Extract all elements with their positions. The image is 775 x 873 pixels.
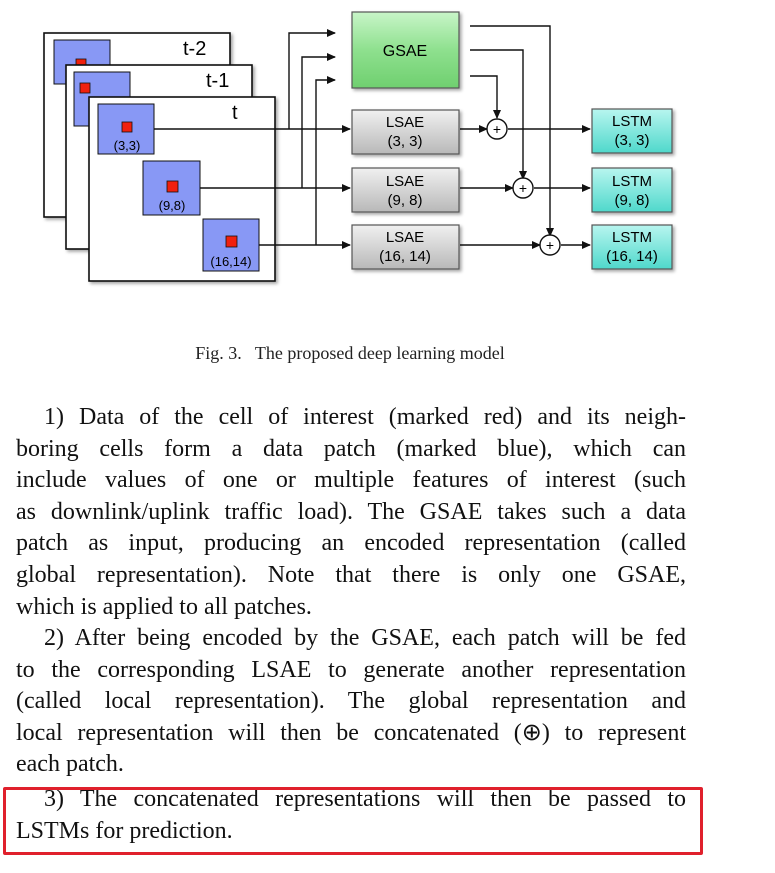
lstm-coords: (3, 3) (614, 132, 649, 149)
frame-label-t: t (232, 102, 238, 124)
lsae-block-3-3: LSAE (3, 3) (351, 109, 460, 155)
concat-node-3-3: + (486, 118, 508, 140)
gsae-label: GSAE (383, 43, 427, 60)
lstm-name: LSTM (612, 229, 652, 246)
lstm-block-9-8: LSTM (9, 8) (591, 167, 673, 213)
text-line: to the corresponding LSAE to generate an… (16, 656, 686, 683)
paragraph-1: 1) Data of the cell of interest (marked … (16, 402, 686, 623)
concat-node-16-14: + (539, 234, 561, 256)
lstm-block-3-3: LSTM (3, 3) (591, 108, 673, 154)
lsae-coords: (9, 8) (387, 192, 422, 209)
highlight-box (3, 787, 703, 855)
text-line: boring cells form a data patch (marked b… (16, 435, 686, 462)
text-line: (called local representation). The globa… (16, 688, 686, 715)
patch-9-8 (142, 160, 201, 216)
text-line: patch as input, producing an encoded rep… (16, 530, 686, 557)
cell-16-14 (225, 235, 238, 248)
patch-label-3-3: (3,3) (114, 138, 141, 153)
lsae-name: LSAE (386, 173, 424, 190)
lsae-block-16-14: LSAE (16, 14) (351, 224, 460, 270)
cell-9-8 (166, 180, 179, 193)
lstm-coords: (16, 14) (606, 248, 658, 265)
text-line: global representation). Note that there … (16, 561, 686, 588)
text-line: as downlink/uplink traffic load). The GS… (16, 498, 686, 525)
text-line: include values of one or multiple featur… (16, 467, 686, 494)
frame-label-t-minus-1: t-1 (206, 70, 229, 92)
lsae-coords: (3, 3) (387, 133, 422, 150)
connectors (154, 25, 591, 249)
text-line: LSTMs for prediction. (16, 817, 233, 844)
lstm-block-16-14: LSTM (16, 14) (591, 224, 673, 270)
concat-symbol: + (519, 180, 527, 196)
paragraph-3: 3) The concatenated representations will… (16, 784, 686, 847)
frame-label-t-minus-2: t-2 (183, 38, 206, 60)
cell-3-3 (121, 121, 133, 133)
lsae-name: LSAE (386, 229, 424, 246)
text-line: which is applied to all patches. (16, 593, 312, 620)
patch-label-9-8: (9,8) (159, 198, 186, 213)
model-diagram: t-2 t-1 t (3,3) (9,8) (16,14) (43, 11, 673, 282)
patch-label-16-14: (16,14) (210, 254, 251, 269)
lsae-block-9-8: LSAE (9, 8) (351, 167, 460, 213)
paragraph-2: 2) After being encoded by the GSAE, each… (16, 623, 686, 781)
text-line: 2) After being encoded by the GSAE, each… (44, 625, 686, 651)
lsae-name: LSAE (386, 114, 424, 131)
text-line: local representation will then be concat… (16, 719, 686, 746)
text-line: each patch. (16, 751, 124, 778)
figure-caption: Fig. 3. The proposed deep learning model (195, 343, 505, 363)
gsae-block: GSAE (351, 11, 460, 89)
frame-t: t (3,3) (9,8) (16,14) (88, 96, 276, 282)
text-line: 3) The concatenated representations will… (44, 786, 686, 812)
lsae-coords: (16, 14) (379, 248, 431, 265)
text-line: 1) Data of the cell of interest (marked … (44, 404, 686, 430)
lstm-coords: (9, 8) (614, 192, 649, 209)
lstm-name: LSTM (612, 113, 652, 130)
patch-16-14 (202, 218, 260, 272)
lstm-name: LSTM (612, 173, 652, 190)
concat-node-9-8: + (512, 177, 534, 199)
concat-symbol: + (546, 237, 554, 253)
concat-symbol: + (493, 121, 501, 137)
